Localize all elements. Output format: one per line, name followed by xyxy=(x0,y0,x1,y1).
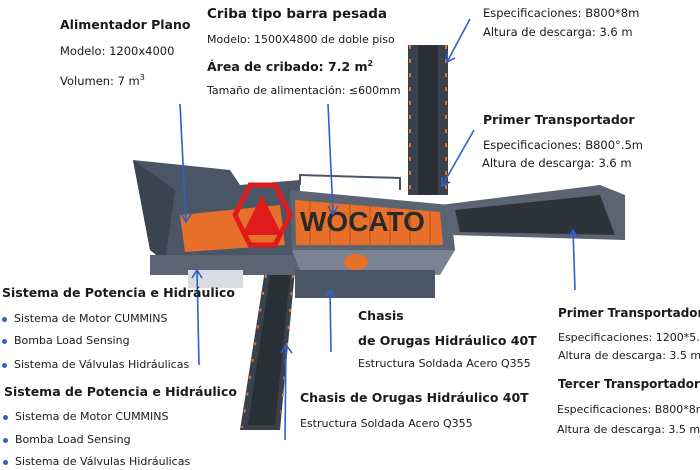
power-system-2-title: Sistema de Potencia e Hidráulico xyxy=(4,384,237,399)
power-system-2-item: Sistema de Motor CUMMINS xyxy=(3,410,169,424)
top-conveyor-spec: Especificaciones: B800*8m xyxy=(483,6,640,20)
lower-conveyor xyxy=(240,270,295,430)
right-conveyor xyxy=(440,185,625,240)
chassis-1-line2: de Orugas Hidráulico 40T xyxy=(358,333,537,348)
feeder-volume: Volumen: 7 m3 xyxy=(60,71,145,88)
feeder-title: Alimentador Plano xyxy=(60,17,191,32)
power-system-1-item: Bomba Load Sensing xyxy=(2,334,130,348)
wocato-logo: WOCATO xyxy=(232,182,425,248)
first-conveyor-upper-height: Altura de descarga: 3.6 m xyxy=(482,156,632,170)
power-system-1-title: Sistema de Potencia e Hidráulico xyxy=(2,285,235,300)
chassis-1-line1: Chasis xyxy=(358,308,404,323)
chassis-2-title: Chasis de Orugas Hidráulico 40T xyxy=(300,390,529,405)
chassis-2-structure: Estructura Soldada Acero Q355 xyxy=(300,417,473,430)
first-conveyor-lower-height: Altura de descarga: 3.5 m xyxy=(558,349,700,362)
first-conveyor-upper-spec: Especificaciones: B800°.5m xyxy=(483,138,643,152)
top-conveyor-height: Altura de descarga: 3.6 m xyxy=(483,25,633,39)
third-conveyor-title: Tercer Transportador xyxy=(558,377,700,391)
power-system-2-item: Bomba Load Sensing xyxy=(3,433,131,447)
screen-area: Área de cribado: 7.2 m2 xyxy=(207,57,373,74)
first-conveyor-lower-title: Primer Transportador xyxy=(558,306,700,320)
callout-arrows xyxy=(179,18,579,441)
power-system-2-item: Sistema de Válvulas Hidráulicas xyxy=(3,455,190,469)
screen-title: Criba tipo barra pesada xyxy=(207,6,388,22)
screen-feed-size: Tamaño de alimentación: ≤600mm xyxy=(207,84,401,97)
first-conveyor-lower-spec: Especificaciones: 1200*5.5m xyxy=(558,331,700,344)
screen-model: Modelo: 1500X4800 de doble piso xyxy=(207,33,395,46)
third-conveyor-height: Altura de descarga: 3.5 m xyxy=(557,423,700,436)
power-system-1-item: Sistema de Válvulas Hidráulicas xyxy=(2,358,189,372)
power-system-1-item: Sistema de Motor CUMMINS xyxy=(2,312,168,326)
feeder-volume-sup: 3 xyxy=(139,73,145,82)
third-conveyor-spec: Especificaciones: B800*8m xyxy=(557,403,700,416)
screen-area-text: Área de cribado: 7.2 m xyxy=(207,59,368,75)
wocato-wordmark: WOCATO xyxy=(300,206,425,237)
screen-box xyxy=(290,173,455,298)
top-conveyor xyxy=(408,45,448,195)
screen-area-sup: 2 xyxy=(367,59,374,68)
feeder-model: Modelo: 1200x4000 xyxy=(60,44,175,58)
first-conveyor-upper-title: Primer Transportador xyxy=(483,112,635,127)
chassis-1-structure: Estructura Soldada Acero Q355 xyxy=(358,357,531,370)
feeder-volume-text: Volumen: 7 m xyxy=(60,73,140,88)
